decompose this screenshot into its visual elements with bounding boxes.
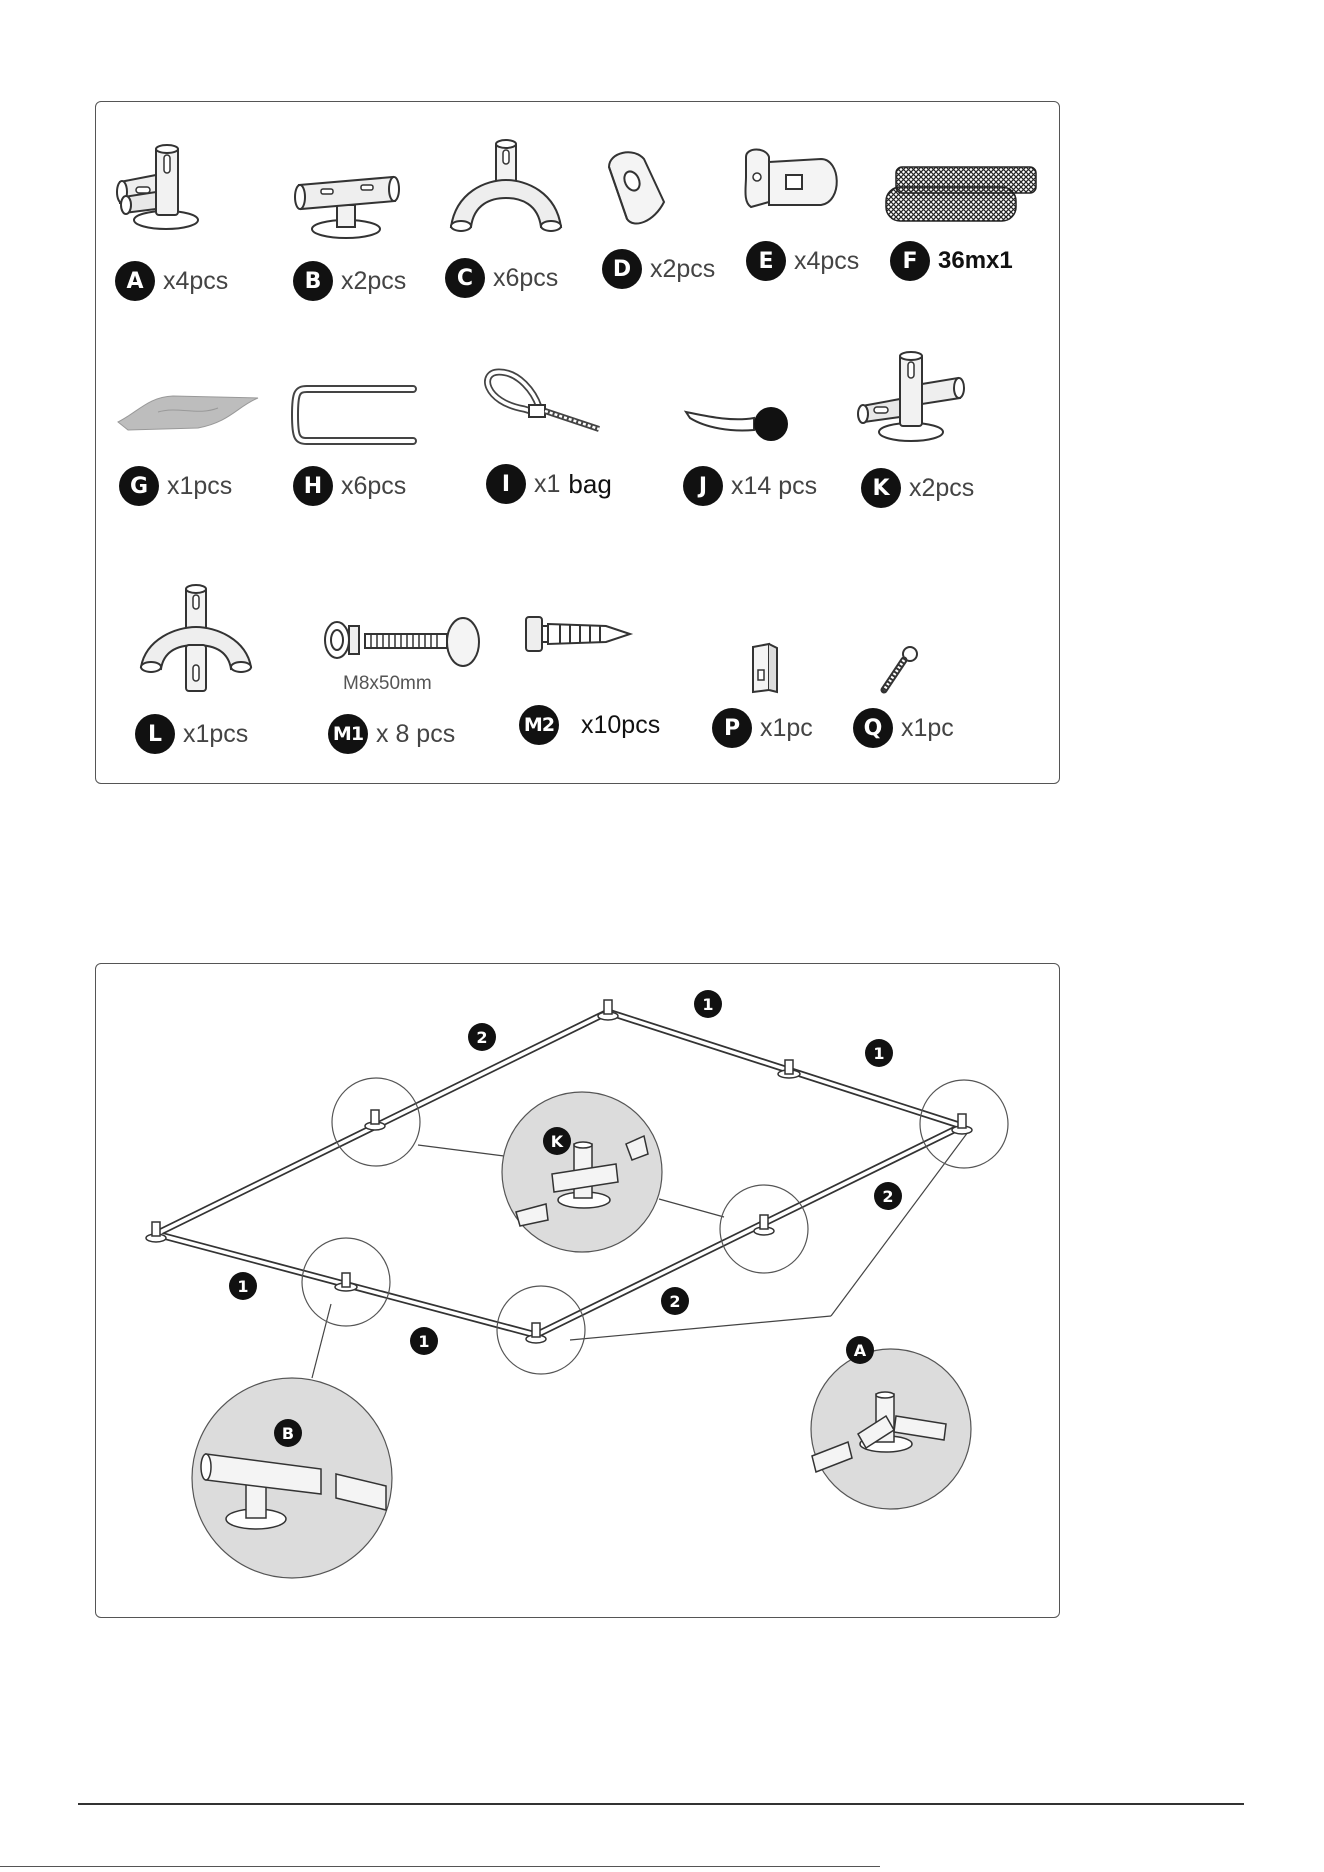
part-g-badge: G (119, 466, 159, 506)
svg-text:1: 1 (418, 1332, 429, 1351)
part-k-badge: K (861, 468, 901, 508)
callout-b-detail (192, 1378, 392, 1578)
part-e-badge: E (746, 241, 786, 281)
part-q-qty: x1pc (901, 714, 954, 743)
bottom-edge-line (0, 1866, 880, 1867)
svg-text:1: 1 (702, 995, 713, 1014)
bolt-washer-icon (321, 612, 481, 672)
step-label: 1 (229, 1272, 257, 1300)
svg-text:2: 2 (669, 1292, 680, 1311)
clamp-icon (741, 147, 846, 222)
netting-roll-icon (886, 167, 1036, 227)
callout-badge-a: A (846, 1336, 874, 1364)
part-d-badge: D (602, 249, 642, 289)
part-g-qty: x1pcs (167, 472, 232, 501)
four-way-connector-icon (136, 587, 256, 697)
part-i-badge: I (486, 464, 526, 504)
bracket-icon (751, 642, 781, 697)
part-m1-qty: x 8 pcs (376, 720, 455, 749)
cable-tie-icon (479, 367, 604, 442)
part-h-badge: H (293, 466, 333, 506)
assembly-diagram-panel: 1 2 1 2 1 1 2 K A B (95, 963, 1060, 1618)
part-f-qty: 36mx1 (938, 247, 1013, 275)
callout-k-detail (502, 1092, 662, 1252)
part-m2-qty: x10pcs (581, 711, 660, 740)
part-j-label: J x14 pcs (683, 466, 817, 506)
part-e-qty: x4pcs (794, 247, 859, 276)
svg-text:B: B (282, 1424, 294, 1443)
part-g-label: G x1pcs (119, 466, 232, 506)
part-i-qty-count: x1 (534, 470, 560, 499)
ball-bungee-icon (686, 402, 796, 452)
cover-sheet-icon (118, 392, 258, 432)
svg-text:K: K (551, 1132, 564, 1151)
part-k-qty: x2pcs (909, 474, 974, 503)
part-e-label: E x4pcs (746, 241, 859, 281)
part-p-label: P x1pc (712, 708, 813, 748)
svg-text:2: 2 (476, 1028, 487, 1047)
part-m2-badge: M2 (519, 705, 559, 745)
step-label: 1 (865, 1039, 893, 1067)
part-d-qty: x2pcs (650, 255, 715, 284)
part-k-label: K x2pcs (861, 468, 974, 508)
straight-base-connector-icon (291, 177, 401, 247)
svg-text:1: 1 (873, 1044, 884, 1063)
part-f-badge: F (890, 241, 930, 281)
step-label: 2 (661, 1287, 689, 1315)
part-l-badge: L (135, 714, 175, 754)
part-c-label: C x6pcs (445, 258, 558, 298)
svg-text:A: A (854, 1341, 867, 1360)
part-q-badge: Q (853, 708, 893, 748)
svg-text:2: 2 (882, 1187, 893, 1206)
screw-icon (526, 612, 636, 662)
tee-base-connector-icon (116, 147, 206, 237)
parts-list-panel: A x4pcs B x2pcs C x6pcs (95, 101, 1060, 784)
part-p-qty: x1pc (760, 714, 813, 743)
part-d-label: D x2pcs (602, 249, 715, 289)
footer-divider (78, 1803, 1244, 1805)
clip-icon (599, 147, 669, 232)
part-l-qty: x1pcs (183, 720, 248, 749)
part-m1-badge: M1 (328, 714, 368, 754)
part-l-label: L x1pcs (135, 714, 248, 754)
part-b-badge: B (293, 261, 333, 301)
part-f-label: F 36mx1 (890, 241, 1013, 281)
step-label: 2 (468, 1023, 496, 1051)
part-h-label: H x6pcs (293, 466, 406, 506)
svg-text:1: 1 (237, 1277, 248, 1296)
step-label: 1 (694, 990, 722, 1018)
part-m2-label: M2 x10pcs (519, 705, 660, 745)
highlight-circles (302, 1078, 1008, 1374)
part-a-label: A x4pcs (115, 261, 228, 301)
part-p-badge: P (712, 708, 752, 748)
callout-badge-b: B (274, 1419, 302, 1447)
part-j-badge: J (683, 466, 723, 506)
elbow-connector-icon (446, 142, 566, 237)
u-stake-icon (293, 385, 418, 445)
frame-assembly-diagram: 1 2 1 2 1 1 2 K A B (96, 964, 1059, 1617)
callout-badge-k: K (543, 1127, 571, 1155)
part-m1-spec: M8x50mm (343, 673, 432, 695)
part-a-badge: A (115, 261, 155, 301)
cross-base-connector-icon (856, 354, 966, 449)
part-c-badge: C (445, 258, 485, 298)
part-h-qty: x6pcs (341, 472, 406, 501)
part-a-qty: x4pcs (163, 267, 228, 296)
part-b-label: B x2pcs (293, 261, 406, 301)
step-label: 1 (410, 1327, 438, 1355)
part-j-qty: x14 pcs (731, 472, 817, 501)
callout-a-detail (811, 1349, 971, 1509)
small-screw-icon (876, 644, 921, 699)
part-q-label: Q x1pc (853, 708, 954, 748)
part-b-qty: x2pcs (341, 267, 406, 296)
part-c-qty: x6pcs (493, 264, 558, 293)
part-i-label: I x1 bag (486, 464, 612, 504)
step-label: 2 (874, 1182, 902, 1210)
part-i-qty-unit: bag (568, 469, 611, 500)
part-m1-label: M1 x 8 pcs (328, 714, 455, 754)
